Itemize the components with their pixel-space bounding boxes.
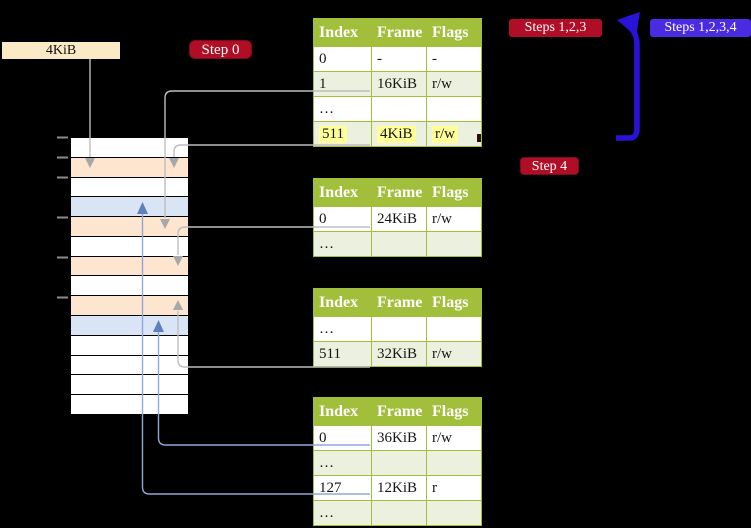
table-cell: r/w: [426, 341, 482, 367]
table-cell: [371, 231, 427, 257]
column-header: Index: [313, 397, 372, 426]
step-0-badge: Step 0: [189, 40, 252, 59]
table-row: …: [313, 316, 482, 342]
memory-frame-row-white: [71, 236, 188, 257]
memory-frame-row-blue: [71, 316, 188, 336]
table-cell: r/w: [426, 121, 482, 147]
table-cell: [426, 231, 482, 257]
column-header: Flags: [426, 178, 482, 207]
table-cell: 0: [313, 425, 372, 451]
table-cell: 24KiB: [371, 206, 427, 232]
memory-frame-row-white: [71, 138, 188, 158]
table-cell: -: [426, 46, 482, 72]
table-row: 0--: [313, 46, 482, 72]
memory-frame-row-white: [71, 335, 188, 356]
table-cell: 36KiB: [371, 425, 427, 451]
table-cell: 127: [313, 475, 372, 501]
table-cell: 16KiB: [371, 71, 427, 97]
column-header: Flags: [426, 288, 482, 317]
table-cell: …: [313, 316, 372, 342]
memory-frame-row-peach: [71, 157, 188, 178]
loopback-arrow: [616, 12, 640, 141]
column-header: Index: [313, 178, 372, 207]
memory-frame-row-white: [71, 276, 188, 297]
column-header: Flags: [426, 397, 482, 426]
table-cell: -: [371, 46, 427, 72]
table-row: …: [313, 450, 482, 476]
table-cell: r: [426, 475, 482, 501]
table-row: …: [313, 500, 482, 526]
table-cell: 0: [313, 206, 372, 232]
steps-123-badge: Steps 1,2,3: [509, 19, 602, 37]
table-row: …: [313, 96, 482, 122]
memory-frame-row-peach: [71, 296, 188, 317]
memory-frame-row-peach: [71, 217, 188, 237]
table-cell: [371, 316, 427, 342]
table-cell: …: [313, 231, 372, 257]
memory-frame-row-white: [71, 375, 188, 396]
table-row: …: [313, 231, 482, 257]
table-cell: [426, 500, 482, 526]
table-cell: 12KiB: [371, 475, 427, 501]
table-cell: …: [313, 500, 372, 526]
memory-frame-row-peach: [71, 256, 188, 277]
table-cell: 1: [313, 71, 372, 97]
memory-tick-marks: [57, 136, 68, 299]
column-header: Index: [313, 18, 372, 47]
table-cell: [371, 450, 427, 476]
memory-frame-row-blue: [71, 197, 188, 218]
memory-frame-row-white: [71, 395, 188, 414]
table-cell: [371, 96, 427, 122]
table-cell: r/w: [426, 206, 482, 232]
page-size-label: 4KiB: [2, 42, 120, 59]
table-cell: r/w: [426, 71, 482, 97]
column-header: Index: [313, 288, 372, 317]
memory-frame-row-white: [71, 177, 188, 198]
memory-frame-row-white: [71, 355, 188, 376]
column-header: Frame: [371, 397, 427, 426]
column-header: Frame: [371, 178, 427, 207]
steps-1234-badge: Steps 1,2,3,4: [650, 19, 751, 37]
table-cell: [426, 96, 482, 122]
column-header: Frame: [371, 288, 427, 317]
column-header: Flags: [426, 18, 482, 47]
table-cell: r/w: [426, 425, 482, 451]
table-cell: [371, 500, 427, 526]
table-cell: 511: [313, 121, 372, 147]
column-header: Frame: [371, 18, 427, 47]
table-cell: [426, 450, 482, 476]
memory-column: [70, 137, 189, 415]
step-4-badge: Step 4: [520, 157, 579, 175]
table-cell: …: [313, 450, 372, 476]
table-cell: …: [313, 96, 372, 122]
table-cell: 511: [313, 341, 372, 367]
table-cell: [426, 316, 482, 342]
table-cell: 32KiB: [371, 341, 427, 367]
table-cell: 4KiB: [371, 121, 427, 147]
table-cell: 0: [313, 46, 372, 72]
